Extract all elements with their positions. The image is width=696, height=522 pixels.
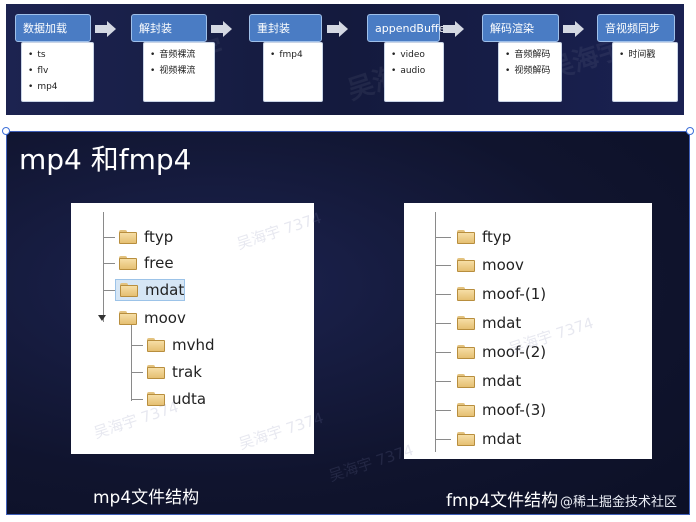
tree-item[interactable]: ftyp [119, 226, 173, 248]
tree-item[interactable]: udta [147, 388, 206, 410]
folder-icon [457, 230, 475, 244]
tree-item-label: moov [482, 256, 524, 274]
folder-icon [457, 287, 475, 301]
stage-items: videoaudio [384, 42, 444, 102]
tree-connector [435, 323, 451, 324]
tree-connector [435, 212, 436, 452]
tree-item-label: mdat [145, 281, 185, 299]
tree-connector [435, 410, 451, 411]
folder-icon [119, 256, 137, 270]
tree-item[interactable]: moof-(3) [457, 399, 546, 421]
tree-item-label: udta [172, 390, 207, 408]
tree-item-label: mvhd [172, 336, 215, 354]
tree-connector [435, 381, 451, 382]
selection-handle-left[interactable] [2, 127, 10, 135]
tree-item-label: trak [172, 363, 202, 381]
tree-connector [103, 263, 115, 264]
stage-item: ts [28, 47, 93, 63]
folder-icon [457, 345, 475, 359]
tree-connector [435, 237, 451, 238]
stage-items: tsflvmp4 [21, 42, 94, 102]
stage-header: appendBuffer [367, 14, 450, 42]
stage-item: audio [391, 63, 443, 79]
pipeline-banner: 吴海宇吴海宇吴海宇数据加载tsflvmp4解封装音频裸流视频裸流重封装fmp4a… [6, 4, 684, 115]
stage-items: 音频解码视频解码 [498, 42, 562, 102]
mp4-caption: mp4文件结构 [93, 488, 200, 508]
stage-item: 时间戳 [619, 47, 677, 63]
tree-connector [435, 352, 451, 353]
stage-items: 音频裸流视频裸流 [143, 42, 215, 102]
tree-item[interactable]: free [119, 252, 174, 274]
stage-item: 视频解码 [505, 63, 561, 79]
tree-item-label: ftyp [144, 228, 174, 246]
stage-item: 视频裸流 [150, 63, 214, 79]
stage-item: video [391, 47, 443, 63]
expand-triangle-icon[interactable] [98, 315, 106, 321]
tree-item[interactable]: trak [147, 361, 202, 383]
tree-connector [435, 294, 451, 295]
tree-connector [435, 265, 451, 266]
fmp4-caption: fmp4文件结构 [446, 491, 559, 511]
tree-item[interactable]: moof-(1) [457, 283, 546, 305]
tree-item-label: moof-(2) [482, 343, 547, 361]
tree-connector [103, 290, 115, 291]
fmp4-structure-panel [404, 203, 652, 459]
tree-connector [131, 323, 132, 401]
tree-item-label: mdat [482, 314, 522, 332]
tree-connector [131, 372, 143, 373]
folder-icon [147, 392, 165, 406]
stage-items: fmp4 [263, 42, 323, 102]
stage-header: 数据加载 [15, 14, 91, 42]
brand-watermark: @稀土掘金技术社区 [560, 495, 678, 510]
stage-item: 音频裸流 [150, 47, 214, 63]
tree-connector [103, 237, 115, 238]
mp4-fmp4-slide: mp4 和fmp4 mp4文件结构 fmp4文件结构 @稀土掘金技术社区 fty… [6, 131, 690, 515]
tree-connector [435, 439, 451, 440]
folder-icon [457, 316, 475, 330]
tree-item[interactable]: mdat [115, 279, 185, 301]
tree-item[interactable]: ftyp [457, 226, 511, 248]
stage-header: 重封装 [249, 14, 322, 42]
stage-item: 音频解码 [505, 47, 561, 63]
stage-items: 时间戳 [612, 42, 678, 102]
tree-item-label: moof-(1) [482, 285, 547, 303]
stage-header: 解封装 [131, 14, 207, 42]
tree-item[interactable]: mdat [457, 428, 521, 450]
folder-icon [147, 365, 165, 379]
tree-item[interactable]: mvhd [147, 334, 215, 356]
mp4-structure-panel [71, 203, 314, 454]
tree-connector [131, 345, 143, 346]
tree-item[interactable]: moov [119, 307, 186, 329]
folder-icon [119, 311, 137, 325]
tree-item-label: mdat [482, 372, 522, 390]
tree-item-label: free [144, 254, 174, 272]
tree-item[interactable]: moof-(2) [457, 341, 546, 363]
stage-header: 解码渲染 [482, 14, 559, 42]
tree-item[interactable]: mdat [457, 370, 521, 392]
folder-icon [457, 258, 475, 272]
folder-icon [457, 432, 475, 446]
stage-item: flv [28, 63, 93, 79]
selection-handle-right[interactable] [686, 127, 694, 135]
tree-item-label: moof-(3) [482, 401, 547, 419]
folder-icon [147, 338, 165, 352]
tree-item[interactable]: mdat [457, 312, 521, 334]
panel-watermark: 吴海宇 7374 [326, 440, 416, 486]
tree-item-label: mdat [482, 430, 522, 448]
tree-item-label: moov [144, 309, 186, 327]
folder-icon [120, 283, 138, 297]
tree-connector [103, 212, 104, 322]
stage-header: 音视频同步 [597, 14, 675, 42]
tree-item-label: ftyp [482, 228, 512, 246]
folder-icon [119, 230, 137, 244]
stage-item: fmp4 [270, 47, 322, 63]
stage-item: mp4 [28, 79, 93, 95]
folder-icon [457, 374, 475, 388]
tree-connector [131, 399, 143, 400]
folder-icon [457, 403, 475, 417]
tree-item[interactable]: moov [457, 254, 524, 276]
slide-title: mp4 和fmp4 [19, 143, 192, 176]
